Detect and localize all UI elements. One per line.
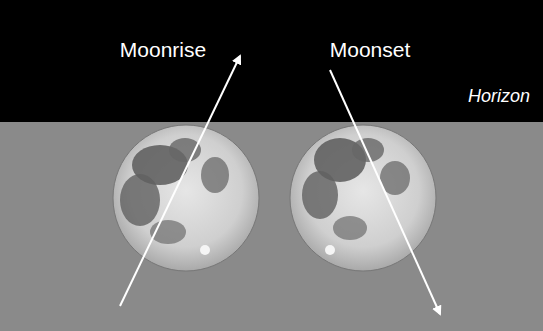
moon-right	[290, 125, 436, 271]
moonset-label: Moonset	[330, 38, 411, 62]
ground-band	[0, 122, 543, 331]
moonrise-arrow	[120, 56, 240, 306]
sky-band	[0, 0, 543, 122]
moonset-arrow	[330, 70, 440, 314]
horizon-label: Horizon	[468, 86, 530, 107]
moon-left	[113, 125, 259, 271]
moonrise-label: Moonrise	[120, 38, 206, 62]
